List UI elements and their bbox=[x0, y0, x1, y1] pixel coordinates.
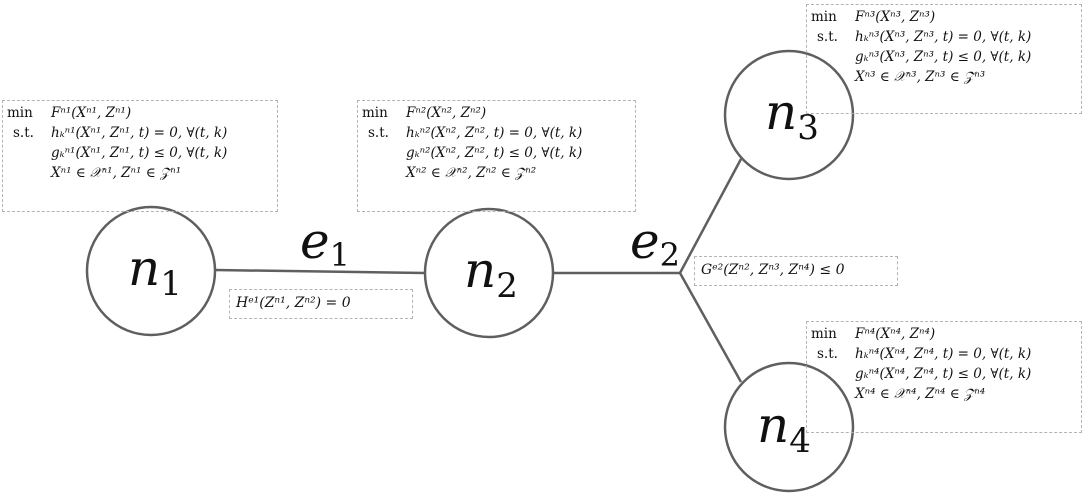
problem-box-n3: min Fⁿ³(Xⁿ³, Zⁿ³) s.t. hₖⁿ³(Xⁿ³, Zⁿ³, t) =… bbox=[806, 4, 1082, 114]
node-n1-label: n1 bbox=[128, 239, 182, 304]
objective: Fⁿ³(Xⁿ³, Zⁿ³) bbox=[855, 9, 936, 25]
branch-to-n3-line bbox=[678, 158, 743, 274]
equality-constraint: hₖⁿ¹(Xⁿ¹, Zⁿ¹, t) = 0, ∀(t, k) bbox=[51, 125, 228, 141]
domain-constraint: Xⁿ² ∈ 𝒳ⁿ², Zⁿ² ∈ 𝒵ⁿ² bbox=[406, 165, 537, 181]
min-keyword: min bbox=[811, 9, 837, 25]
min-keyword: min bbox=[362, 105, 388, 121]
branch-to-n4-line bbox=[678, 272, 743, 383]
problem-box-n1: min Fⁿ¹(Xⁿ¹, Zⁿ¹) s.t. hₖⁿ¹(Xⁿ¹, Zⁿ¹, t) =… bbox=[2, 100, 278, 212]
edge-e2-label: e2 bbox=[630, 212, 680, 274]
node-n2-circle bbox=[423, 207, 555, 339]
domain-constraint: Xⁿ¹ ∈ 𝒳ⁿ¹, Zⁿ¹ ∈ 𝒵ⁿ¹ bbox=[51, 165, 182, 181]
node-n3-label: n3 bbox=[765, 83, 819, 148]
problem-box-n2: min Fⁿ²(Xⁿ², Zⁿ²) s.t. hₖⁿ²(Xⁿ², Zⁿ², t) =… bbox=[357, 100, 636, 212]
objective: Fⁿ¹(Xⁿ¹, Zⁿ¹) bbox=[51, 105, 132, 121]
equality-constraint: hₖⁿ³(Xⁿ³, Zⁿ³, t) = 0, ∀(t, k) bbox=[855, 29, 1032, 45]
node-n3-circle bbox=[723, 49, 855, 181]
node-n2-label: n2 bbox=[464, 241, 518, 306]
st-keyword: s.t. bbox=[817, 346, 838, 362]
edge-e1-line bbox=[214, 268, 426, 275]
min-keyword: min bbox=[7, 105, 33, 121]
edge-e1-constraint: Hᵉ¹(Zⁿ¹, Zⁿ²) = 0 bbox=[229, 289, 413, 319]
edge-e2-constraint: Gᵉ²(Zⁿ², Zⁿ³, Zⁿ⁴) ≤ 0 bbox=[694, 256, 898, 286]
equality-constraint: hₖⁿ⁴(Xⁿ⁴, Zⁿ⁴, t) = 0, ∀(t, k) bbox=[855, 346, 1032, 362]
inequality-constraint: gₖⁿ¹(Xⁿ¹, Zⁿ¹, t) ≤ 0, ∀(t, k) bbox=[51, 145, 228, 161]
st-keyword: s.t. bbox=[13, 125, 34, 141]
problem-box-n4: min Fⁿ⁴(Xⁿ⁴, Zⁿ⁴) s.t. hₖⁿ⁴(Xⁿ⁴, Zⁿ⁴, t) =… bbox=[806, 321, 1082, 433]
objective: Fⁿ²(Xⁿ², Zⁿ²) bbox=[406, 105, 487, 121]
inequality-constraint: gₖⁿ⁴(Xⁿ⁴, Zⁿ⁴, t) ≤ 0, ∀(t, k) bbox=[855, 366, 1032, 382]
edge-e1-label: e1 bbox=[300, 212, 350, 274]
inequality-constraint: gₖⁿ²(Xⁿ², Zⁿ², t) ≤ 0, ∀(t, k) bbox=[406, 145, 583, 161]
equality-constraint: hₖⁿ²(Xⁿ², Zⁿ², t) = 0, ∀(t, k) bbox=[406, 125, 583, 141]
node-n1-circle bbox=[85, 205, 217, 337]
objective: Fⁿ⁴(Xⁿ⁴, Zⁿ⁴) bbox=[855, 326, 936, 342]
inequality-constraint: gₖⁿ³(Xⁿ³, Zⁿ³, t) ≤ 0, ∀(t, k) bbox=[855, 49, 1032, 65]
st-keyword: s.t. bbox=[368, 125, 389, 141]
node-n4-label: n4 bbox=[757, 396, 811, 461]
min-keyword: min bbox=[811, 326, 837, 342]
domain-constraint: Xⁿ³ ∈ 𝒳ⁿ³, Zⁿ³ ∈ 𝒵ⁿ³ bbox=[855, 69, 986, 85]
node-n4-circle bbox=[723, 361, 855, 493]
domain-constraint: Xⁿ⁴ ∈ 𝒳ⁿ⁴, Zⁿ⁴ ∈ 𝒵ⁿ⁴ bbox=[855, 386, 986, 402]
st-keyword: s.t. bbox=[817, 29, 838, 45]
